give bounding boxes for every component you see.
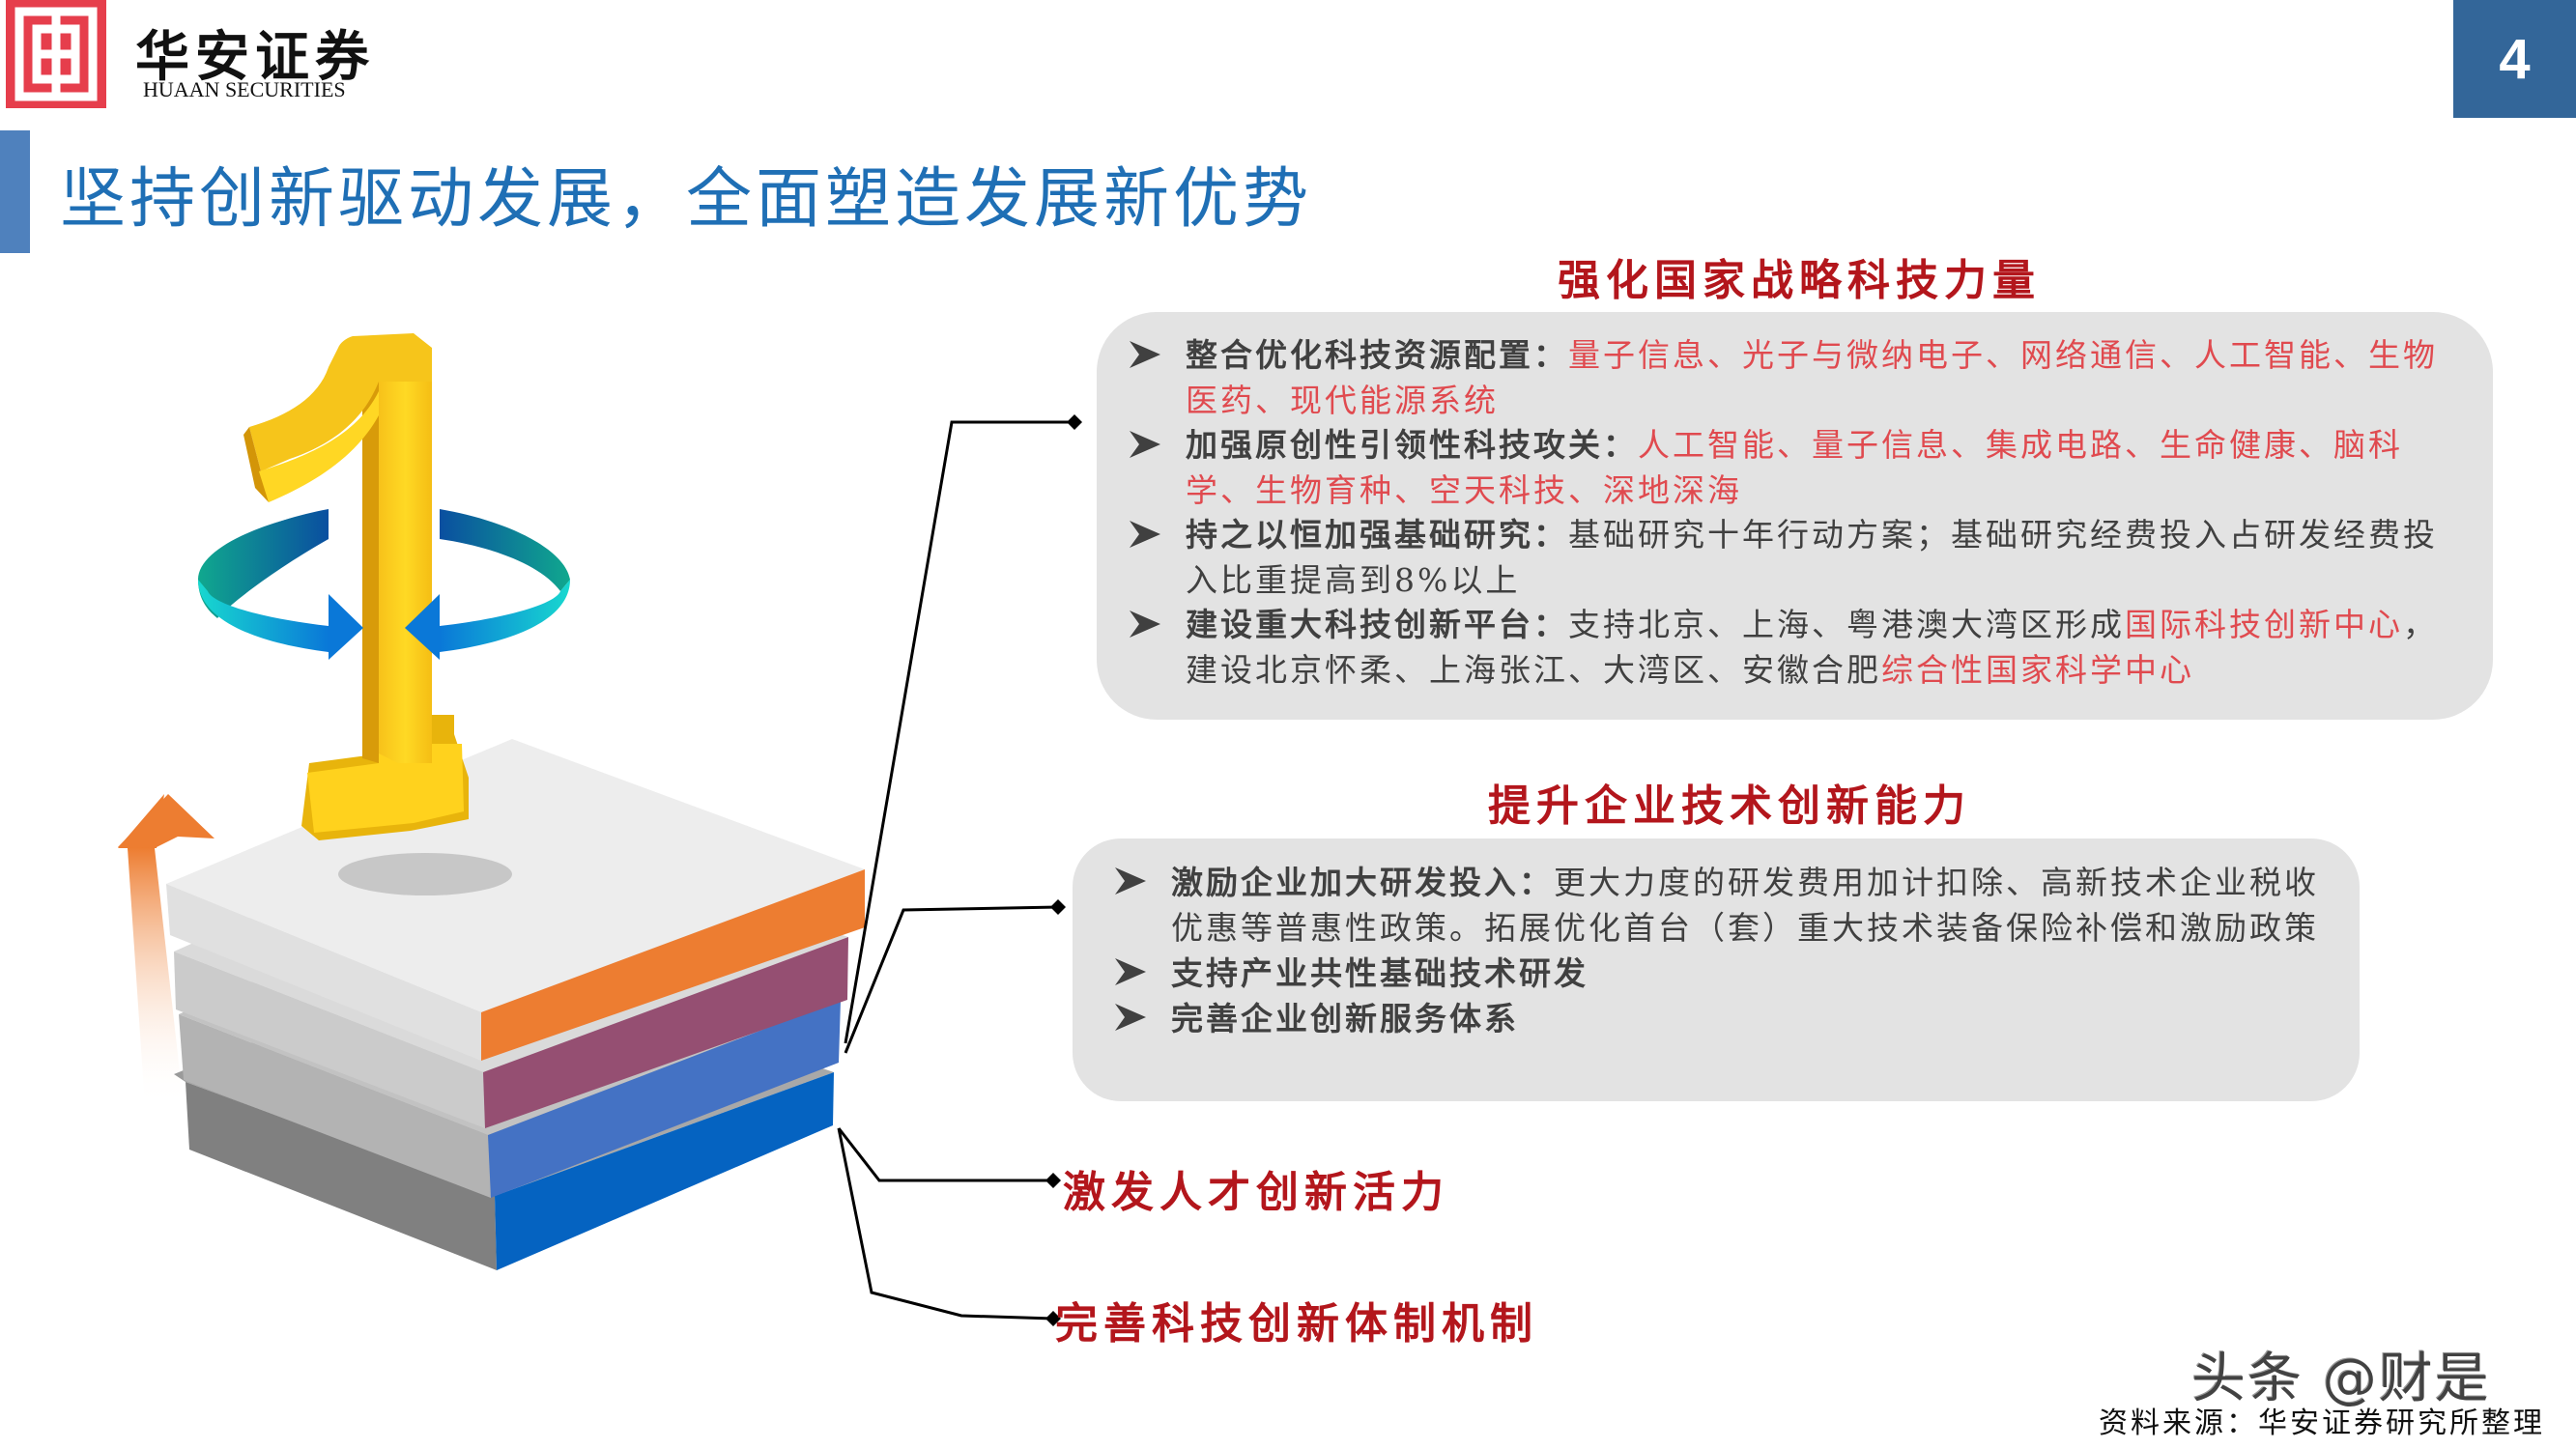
label-innovation-system: 完善科技创新体制机制 (1055, 1299, 1538, 1349)
section-box-strategic-tech: 整合优化科技资源配置：量子信息、光子与微纳电子、网络通信、人工智能、生物医药、现… (1097, 312, 2493, 720)
bullet-item: 支持产业共性基础技术研发 (1102, 951, 2338, 996)
huaan-knot-logo-icon (6, 0, 106, 108)
bullet-lead: 完善企业创新服务体系 (1171, 1000, 1519, 1037)
up-arrow-icon (118, 794, 215, 1106)
watermark: 头条 @财是 (2191, 1348, 2491, 1410)
bullet-item: 激励企业加大研发投入：更大力度的研发费用加计扣除、高新技术企业税收优惠等普惠性政… (1102, 860, 2338, 951)
bullet-item: 持之以恒加强基础研究：基础研究十年行动方案；基础研究经费投入占研发经费投入比重提… (1116, 513, 2459, 603)
layer-1-block (166, 739, 865, 1061)
page-number: 4 (2453, 0, 2576, 118)
company-name-cn: 华安证券 (135, 25, 375, 89)
bullet-lead: 持之以恒加强基础研究： (1186, 516, 1568, 554)
bullet-list: 整合优化科技资源配置：量子信息、光子与微纳电子、网络通信、人工智能、生物医药、现… (1116, 333, 2459, 693)
gold-number-one (243, 333, 512, 895)
bullet-lead: 支持产业共性基础技术研发 (1171, 954, 1589, 992)
arrowhead-bullet-icon (1130, 431, 1160, 458)
connector-lines (837, 420, 1074, 1321)
rotate-arrows-icon (198, 580, 570, 660)
bullet-lead: 加强原创性引领性科技攻关： (1186, 426, 1638, 464)
bullet-lead: 激励企业加大研发投入： (1171, 864, 1554, 901)
arrowhead-bullet-icon (1115, 1004, 1146, 1031)
label-talent-innovation: 激发人才创新活力 (1063, 1168, 1449, 1217)
rotate-arrows-icon (198, 509, 570, 618)
bullet-item: 完善企业创新服务体系 (1102, 996, 2338, 1041)
source-note: 资料来源：华安证券研究所整理 (2099, 1406, 2545, 1440)
bullet-text: 量子信息、光子与微纳电子、网络通信、人工智能、生物医药、现代能源系统 (1186, 336, 2438, 419)
bullet-text: 人工智能、量子信息、集成电路、生命健康、脑科学、生物育种、空天科技、深地深海 (1186, 426, 2403, 509)
bullet-text: 支持北京、上海、粤港澳大湾区形成 (1568, 606, 2125, 643)
page-title: 坚持创新驱动发展，全面塑造发展新优势 (60, 161, 1313, 238)
bullet-highlight: 国际科技创新中心 (2125, 606, 2403, 643)
bullet-item: 加强原创性引领性科技攻关：人工智能、量子信息、集成电路、生命健康、脑科学、生物育… (1116, 423, 2459, 513)
bullet-lead: 整合优化科技资源配置： (1186, 336, 1568, 374)
connector-diamonds (1045, 414, 1082, 1326)
arrowhead-bullet-icon (1115, 958, 1146, 985)
bullet-item: 建设重大科技创新平台：支持北京、上海、粤港澳大湾区形成国际科技创新中心，建设北京… (1116, 603, 2459, 693)
bullet-highlight: 综合性国家科学中心 (1881, 650, 2194, 689)
title-accent-bar (0, 130, 30, 253)
arrowhead-bullet-icon (1130, 611, 1160, 638)
company-logo (6, 0, 106, 108)
bullet-text: 基础研究十年行动方案；基础研究经费投入占研发经费投入比重提高到8%以上 (1186, 516, 2438, 599)
bullet-lead: 建设重大科技创新平台： (1186, 606, 1568, 643)
bullet-item: 整合优化科技资源配置：量子信息、光子与微纳电子、网络通信、人工智能、生物医药、现… (1116, 333, 2459, 423)
arrowhead-bullet-icon (1115, 867, 1146, 895)
arrowhead-bullet-icon (1130, 521, 1160, 548)
bullet-list: 激励企业加大研发投入：更大力度的研发费用加计扣除、高新技术企业税收优惠等普惠性政… (1102, 860, 2338, 1041)
company-name-en: HUAAN SECURITIES (143, 77, 346, 101)
section-box-enterprise-innovation: 激励企业加大研发投入：更大力度的研发费用加计扣除、高新技术企业税收优惠等普惠性政… (1073, 838, 2360, 1101)
section-title-enterprise-innovation: 提升企业技术创新能力 (1488, 781, 1971, 831)
bullet-text: 更大力度的研发费用加计扣除、高新技术企业税收优惠等普惠性政策。拓展优化首台（套）… (1171, 864, 2319, 947)
section-title-strategic-tech: 强化国家战略科技力量 (1558, 256, 2041, 305)
arrowhead-bullet-icon (1130, 341, 1160, 368)
bullet-text: ，建设北京怀柔、上海张江、大湾区、安徽合肥 (1186, 606, 2438, 689)
